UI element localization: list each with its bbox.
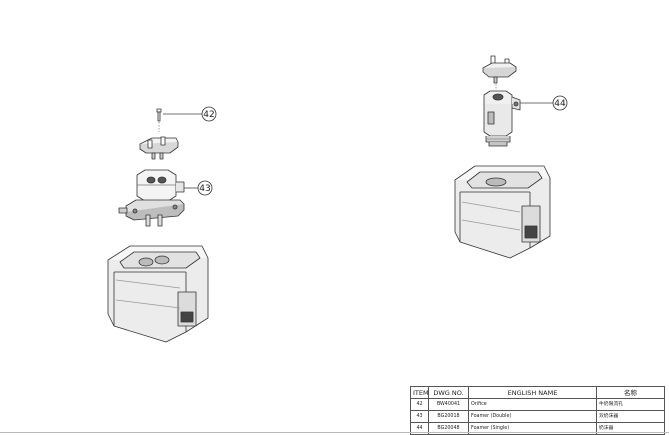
callout-42-label: 42	[203, 110, 214, 120]
row-chinese-name: 奶沫器	[596, 422, 665, 435]
header-english-name: ENGLISH NAME	[468, 386, 597, 399]
row-dwg-no: BG20018	[428, 410, 469, 423]
callout-43: 43	[197, 180, 213, 196]
row-english-name: Foamer (Double)	[468, 410, 597, 423]
single-foamer-part-44	[483, 90, 521, 147]
page-bottom-rule	[0, 432, 669, 433]
callout-42: 42	[201, 106, 217, 122]
table-row: 44 BG20048 Foamer (Single) 奶沫器	[410, 422, 665, 435]
row-english-name: Orifice	[468, 398, 597, 411]
milk-container-right	[454, 165, 551, 259]
row-dwg-no: BW40041	[428, 398, 469, 411]
table-header-row: ITEM DWG NO. ENGLISH NAME 名称	[410, 386, 665, 399]
row-item: 44	[410, 422, 429, 435]
row-dwg-no: BG20048	[428, 422, 469, 435]
callout-44: 44	[552, 95, 568, 111]
milk-container-left	[107, 245, 209, 343]
header-dwg-no: DWG NO.	[428, 386, 469, 399]
row-item: 42	[410, 398, 429, 411]
double-foamer-cap	[139, 136, 179, 160]
orifice-part-42	[156, 108, 162, 132]
table-row: 43 BG20018 Foamer (Double) 双奶沫器	[410, 410, 665, 423]
callout-44-label: 44	[554, 99, 566, 109]
parts-list-table: ITEM DWG NO. ENGLISH NAME 名称 42 BW40041 …	[410, 386, 665, 435]
double-foamer-part-43	[118, 169, 185, 227]
header-item: ITEM	[410, 386, 429, 399]
row-item: 43	[410, 410, 429, 423]
table-row: 42 BW40041 Orifice 牛奶限流孔	[410, 398, 665, 411]
single-foamer-cap	[482, 55, 517, 90]
row-chinese-name: 牛奶限流孔	[596, 398, 665, 411]
header-chinese-name: 名称	[596, 386, 665, 399]
callout-43-label: 43	[199, 184, 210, 194]
row-chinese-name: 双奶沫器	[596, 410, 665, 423]
